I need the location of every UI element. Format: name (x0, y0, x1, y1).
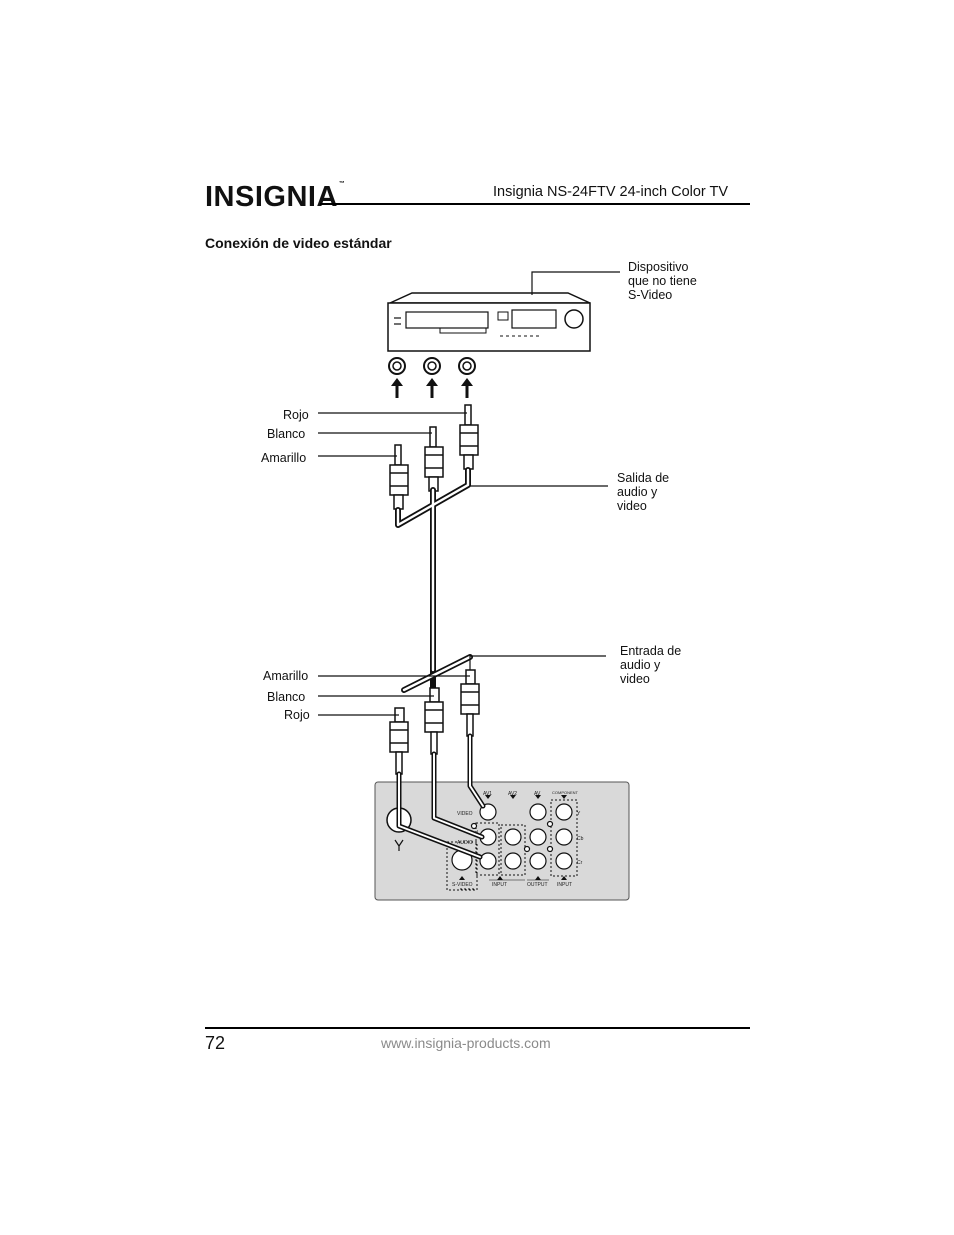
panel-output-label: OUTPUT (527, 882, 548, 888)
section-title: Conexión de video estándar (205, 235, 392, 251)
panel-cb-label: Cb (577, 836, 584, 842)
panel-av-label: AV (534, 791, 541, 797)
bottom-amarillo-label: Amarillo (263, 669, 309, 683)
tv-rear-panel: AV1 AV2 AV COMPONENT VIDEO AUDIO L R Y C… (374, 781, 630, 901)
top-rojo-label: Rojo (283, 408, 309, 422)
panel-y-label: Y (577, 811, 581, 817)
vcr-device-illustration (387, 292, 591, 352)
document-title: Insignia NS-24FTV 24-inch Color TV (493, 184, 729, 200)
top-amarillo-label: Amarillo (261, 451, 307, 465)
bottom-leader-lines (318, 655, 606, 716)
footer-rule (205, 1027, 750, 1029)
footer-url[interactable]: www.insignia-products.com (381, 1035, 551, 1051)
device-jacks (388, 357, 476, 375)
top-rca-plugs (389, 404, 479, 510)
device-leader-line (531, 271, 620, 295)
panel-video-label: VIDEO (457, 811, 473, 817)
input-label: Entrada de audio y video (620, 644, 682, 686)
panel-cr-label: Cr (577, 860, 583, 866)
panel-audio-label: AUDIO (457, 840, 473, 846)
top-blanco-label: Blanco (267, 427, 306, 441)
device-label: Dispositivo que no tiene S-Video (628, 260, 697, 302)
panel-svideo-label: S-VIDEO (452, 882, 473, 888)
output-label: Salida de audio y video (617, 471, 670, 513)
bottom-blanco-label: Blanco (267, 690, 306, 704)
up-arrows (391, 378, 473, 398)
panel-input-label: INPUT (492, 882, 507, 888)
panel-av2-label: AV2 (508, 791, 517, 797)
header-rule (320, 203, 750, 205)
top-leader-lines (318, 412, 608, 487)
bottom-rca-plugs (389, 669, 480, 775)
panel-av1-label: AV1 (483, 791, 492, 797)
insignia-logo: INSIGNIA™ (205, 181, 346, 213)
page-number: 72 (205, 1033, 226, 1053)
panel-input2-label: INPUT (557, 882, 572, 888)
panel-component-label: COMPONENT (552, 790, 579, 795)
cables-inner (396, 468, 472, 692)
bottom-rojo-label: Rojo (284, 708, 310, 722)
